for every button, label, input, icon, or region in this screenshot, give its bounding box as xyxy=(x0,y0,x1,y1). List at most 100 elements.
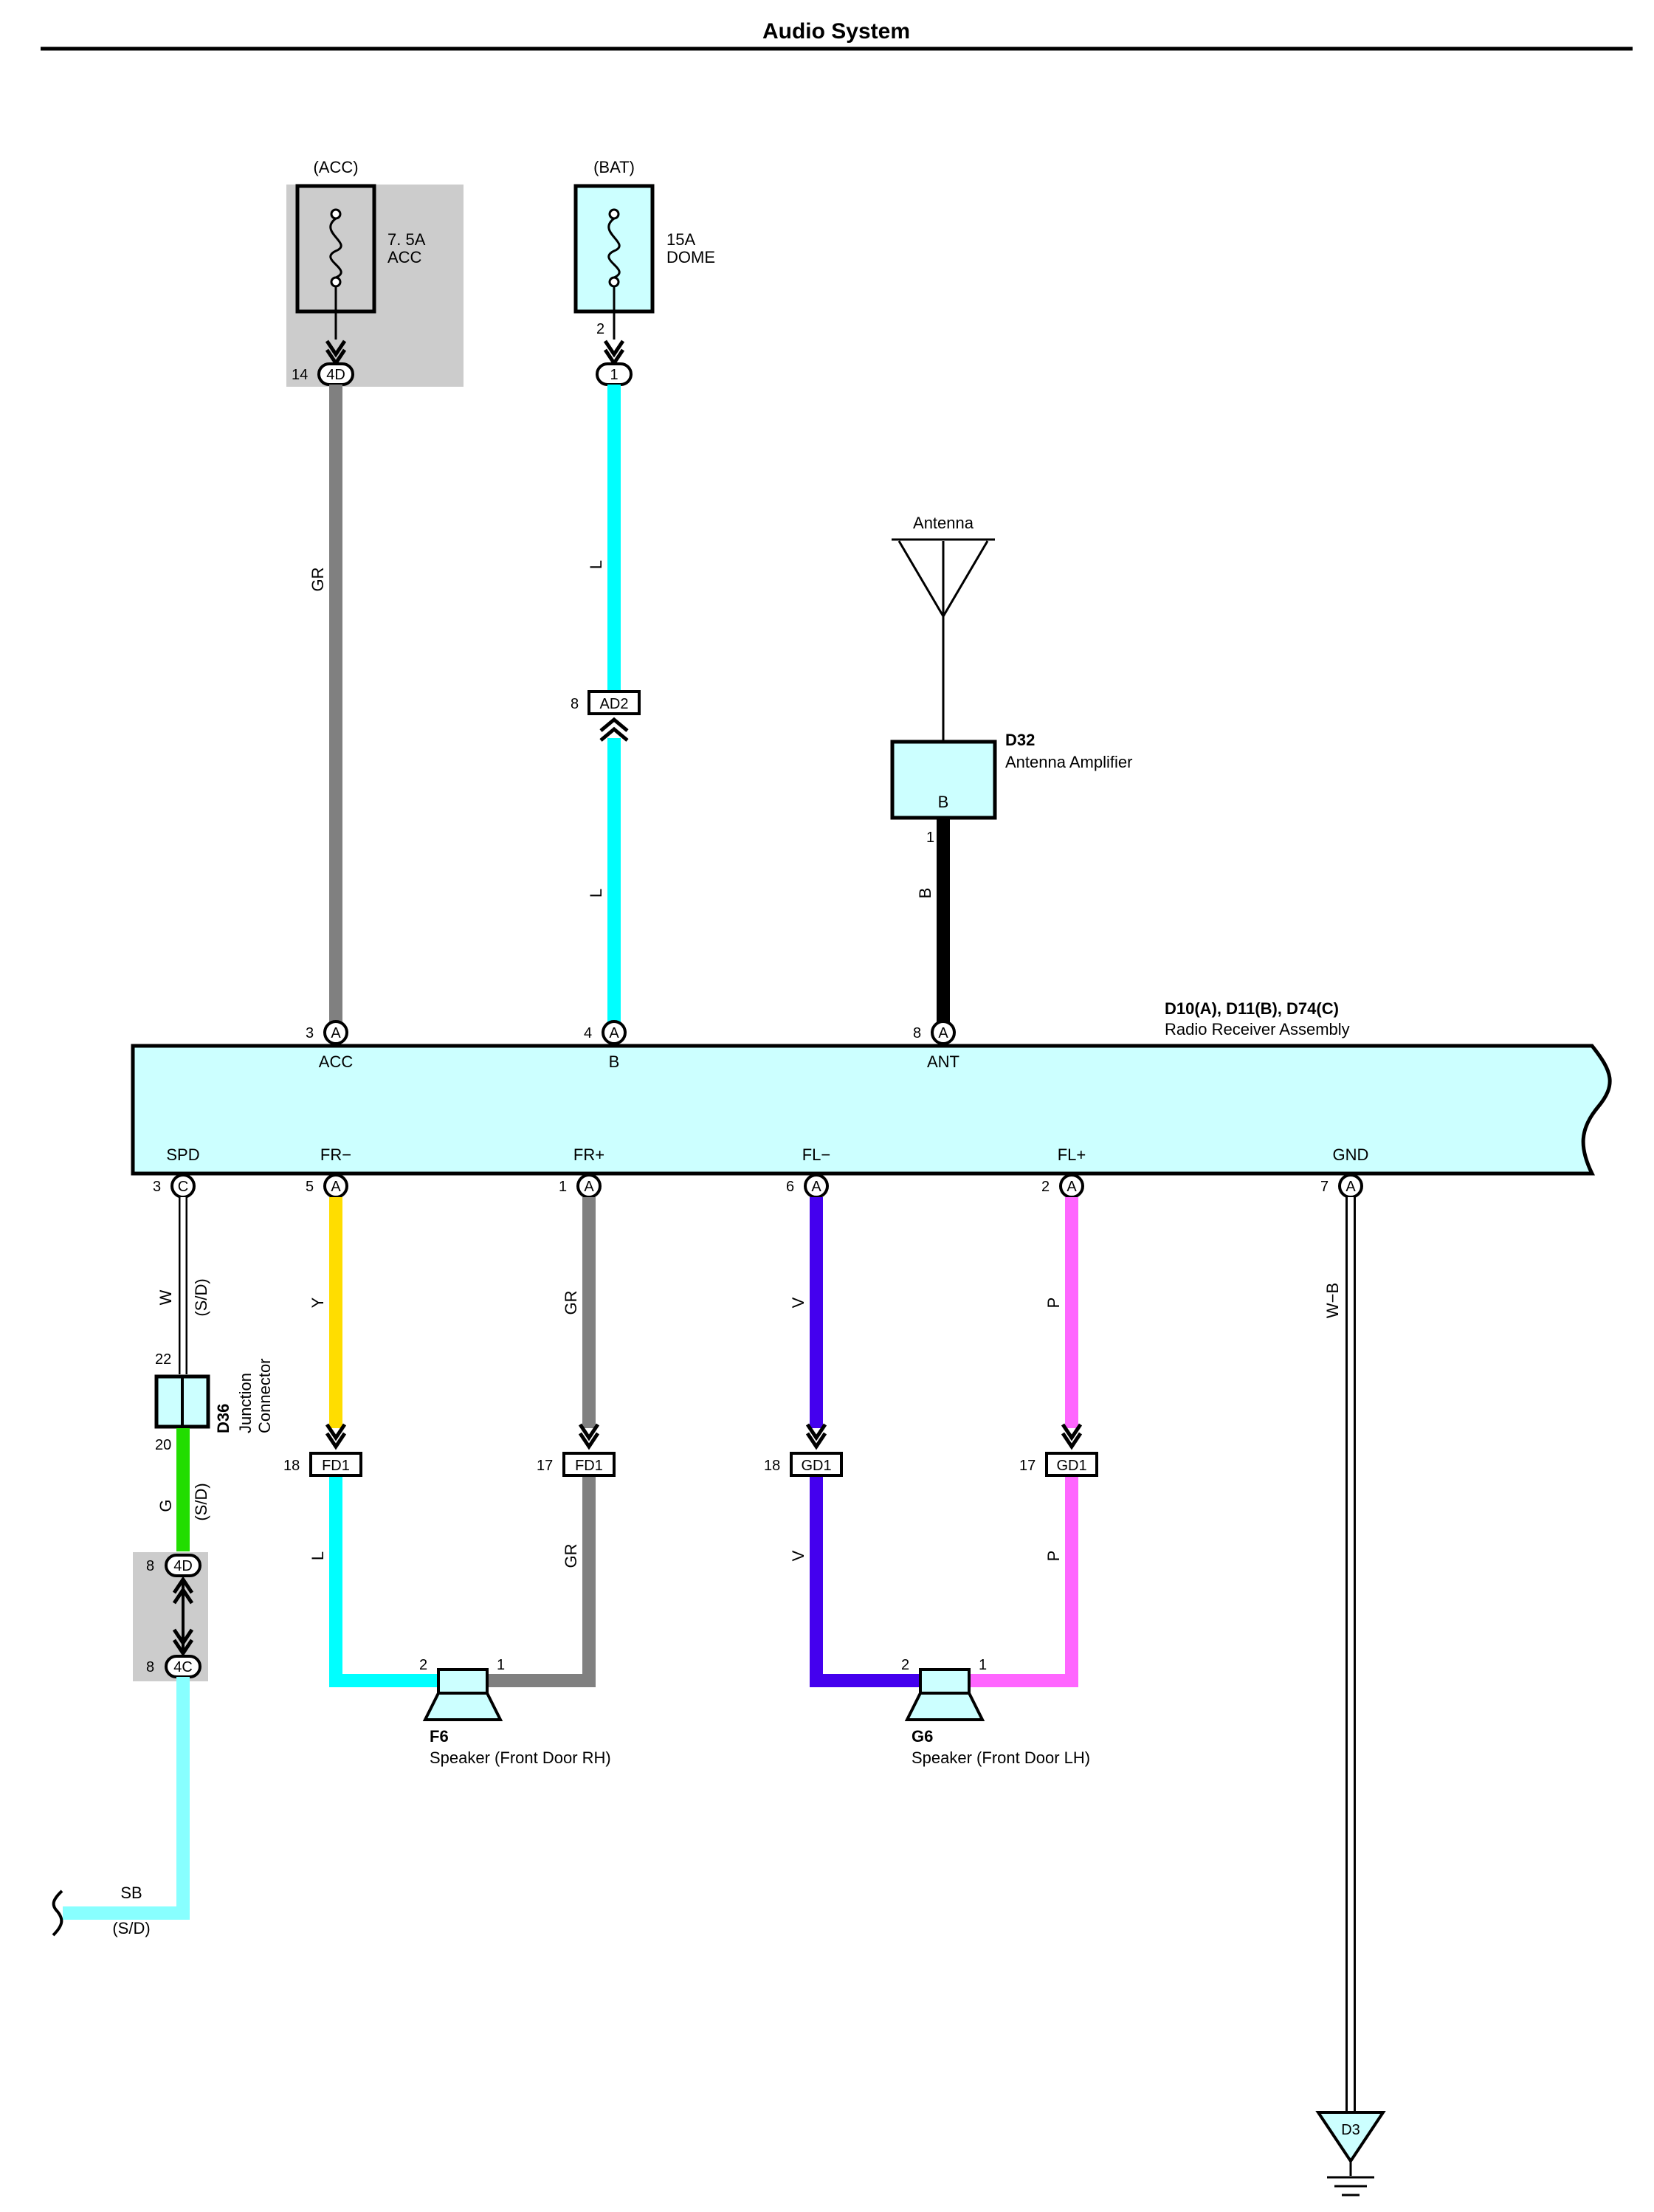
fd1-a-arrow-icon xyxy=(325,1423,347,1450)
conn-fd1-a xyxy=(309,1452,362,1477)
speaker-lh-pin-r: 1 xyxy=(979,1657,987,1673)
wire-p-low xyxy=(969,1477,1078,1687)
ad2-arrow-icon xyxy=(599,717,629,742)
speaker-rh-pin-r: 1 xyxy=(497,1657,505,1673)
gd1-a-pin: 18 xyxy=(764,1458,780,1474)
junction-pin-bot: 20 xyxy=(155,1437,171,1453)
radio-name: Radio Receiver Assembly xyxy=(1165,1020,1350,1038)
fd1-b-code: FD1 xyxy=(575,1458,603,1474)
junction-code: D36 xyxy=(214,1404,232,1433)
acc-conn-pin: 14 xyxy=(292,367,308,383)
svg-text:SPD: SPD xyxy=(166,1145,199,1164)
svg-text:A: A xyxy=(331,1025,341,1041)
wire-l-mid-label: L xyxy=(587,889,605,897)
svg-text:C: C xyxy=(178,1179,188,1195)
speaker-lh-code: G6 xyxy=(912,1727,933,1746)
radio-code: D10(A), D11(B), D74(C) xyxy=(1165,999,1339,1018)
svg-text:A: A xyxy=(609,1025,619,1041)
gd1-a-arrow-icon xyxy=(805,1423,827,1450)
wire-v-low-label: V xyxy=(789,1550,807,1561)
acc-fuse-name: ACC xyxy=(387,248,422,266)
svg-text:FL−: FL− xyxy=(802,1145,831,1164)
svg-text:B: B xyxy=(609,1052,620,1071)
acc-fuse-rating: 7. 5A xyxy=(387,230,426,249)
jc-4d-pin: 8 xyxy=(146,1558,154,1574)
svg-text:A: A xyxy=(1345,1179,1356,1195)
bat-fuse-pin: 2 xyxy=(596,321,604,337)
svg-text:FR+: FR+ xyxy=(573,1145,604,1164)
bat-source-label: (BAT) xyxy=(593,158,635,176)
gd1-b-pin: 17 xyxy=(1019,1458,1036,1474)
svg-text:FR−: FR− xyxy=(320,1145,351,1164)
ground-icon xyxy=(1315,2111,1386,2197)
svg-text:5: 5 xyxy=(306,1179,314,1195)
acc-source-label: (ACC) xyxy=(313,158,358,176)
conn-gd1-a xyxy=(790,1452,843,1477)
wire-wb-label: W−B xyxy=(1323,1283,1342,1318)
svg-text:GND: GND xyxy=(1333,1145,1369,1164)
jc-4c-code: 4C xyxy=(173,1659,193,1675)
svg-text:A: A xyxy=(811,1179,821,1195)
svg-text:A: A xyxy=(1067,1179,1077,1195)
radio-receiver-body xyxy=(131,1044,1612,1176)
gd1-b-code: GD1 xyxy=(1056,1458,1086,1474)
antenna-amp-conn: B xyxy=(938,793,949,811)
wire-sd2-label: (S/D) xyxy=(192,1483,210,1520)
svg-text:FL+: FL+ xyxy=(1058,1145,1086,1164)
radio-bottom-pin-fr-minus: FR− 5 A xyxy=(306,1145,351,1199)
jc-double-arrow-icon xyxy=(172,1576,194,1657)
wire-v-low xyxy=(810,1477,920,1687)
conn-ad2 xyxy=(587,690,641,715)
svg-text:1: 1 xyxy=(559,1179,567,1195)
wire-break-icon xyxy=(52,1889,63,1937)
jc-conn-4d xyxy=(165,1554,201,1577)
wire-b-ant-label: B xyxy=(916,888,934,899)
junction-line2: Connector xyxy=(255,1358,274,1433)
wire-l-top-label: L xyxy=(587,560,605,569)
wire-gr-low-label: GR xyxy=(562,1544,580,1568)
radio-top-pin-b: 4 A B xyxy=(584,1020,627,1071)
wire-sb xyxy=(63,1677,190,1920)
antenna-label: Antenna xyxy=(913,514,974,532)
jc-4c-pin: 8 xyxy=(146,1659,154,1675)
gd1-a-code: GD1 xyxy=(801,1458,831,1474)
svg-text:6: 6 xyxy=(786,1179,794,1195)
wire-g-label: G xyxy=(156,1499,175,1512)
wire-p-label: P xyxy=(1044,1298,1063,1309)
bat-fuse-icon xyxy=(603,208,625,367)
antenna-icon xyxy=(892,538,995,742)
speaker-rh-name: Speaker (Front Door RH) xyxy=(430,1748,611,1767)
jc-4d-code: 4D xyxy=(173,1558,193,1574)
antenna-amp-pin: 1 xyxy=(926,830,934,846)
speaker-lh-pin-l: 2 xyxy=(901,1657,909,1673)
radio-bottom-pin-fl-plus: FL+ 2 A xyxy=(1041,1145,1086,1199)
svg-text:4: 4 xyxy=(584,1025,592,1041)
acc-conn-code: 4D xyxy=(326,367,345,383)
svg-text:8: 8 xyxy=(913,1025,921,1041)
svg-text:A: A xyxy=(584,1179,594,1195)
wire-y-label: Y xyxy=(309,1297,327,1308)
fd1-b-arrow-icon xyxy=(578,1423,600,1450)
page-title: Audio System xyxy=(762,19,910,44)
antenna-amplifier-box xyxy=(890,740,997,820)
fd1-a-code: FD1 xyxy=(322,1458,350,1474)
ad2-code: AD2 xyxy=(600,696,629,712)
radio-bottom-pin-spd: SPD 3 C xyxy=(153,1145,200,1199)
fd1-a-pin: 18 xyxy=(283,1458,300,1474)
antenna-amp-code: D32 xyxy=(1005,731,1035,749)
bat-conn-code: 1 xyxy=(610,367,618,383)
svg-text:A: A xyxy=(331,1179,341,1195)
svg-text:3: 3 xyxy=(153,1179,161,1195)
radio-top-pin-acc: 3 A ACC xyxy=(306,1020,353,1071)
fd1-b-pin: 17 xyxy=(537,1458,553,1474)
antenna-amp-name: Antenna Amplifier xyxy=(1005,753,1132,771)
wire-l-low xyxy=(329,1477,439,1687)
junction-pin-top: 22 xyxy=(155,1351,171,1368)
gd1-b-arrow-icon xyxy=(1061,1423,1083,1450)
speaker-lh-name: Speaker (Front Door LH) xyxy=(912,1748,1090,1767)
wire-gr-acc-label: GR xyxy=(309,568,327,592)
svg-text:2: 2 xyxy=(1041,1179,1050,1195)
speaker-rh-pin-l: 2 xyxy=(419,1657,427,1673)
wire-p-low-label: P xyxy=(1044,1551,1063,1562)
